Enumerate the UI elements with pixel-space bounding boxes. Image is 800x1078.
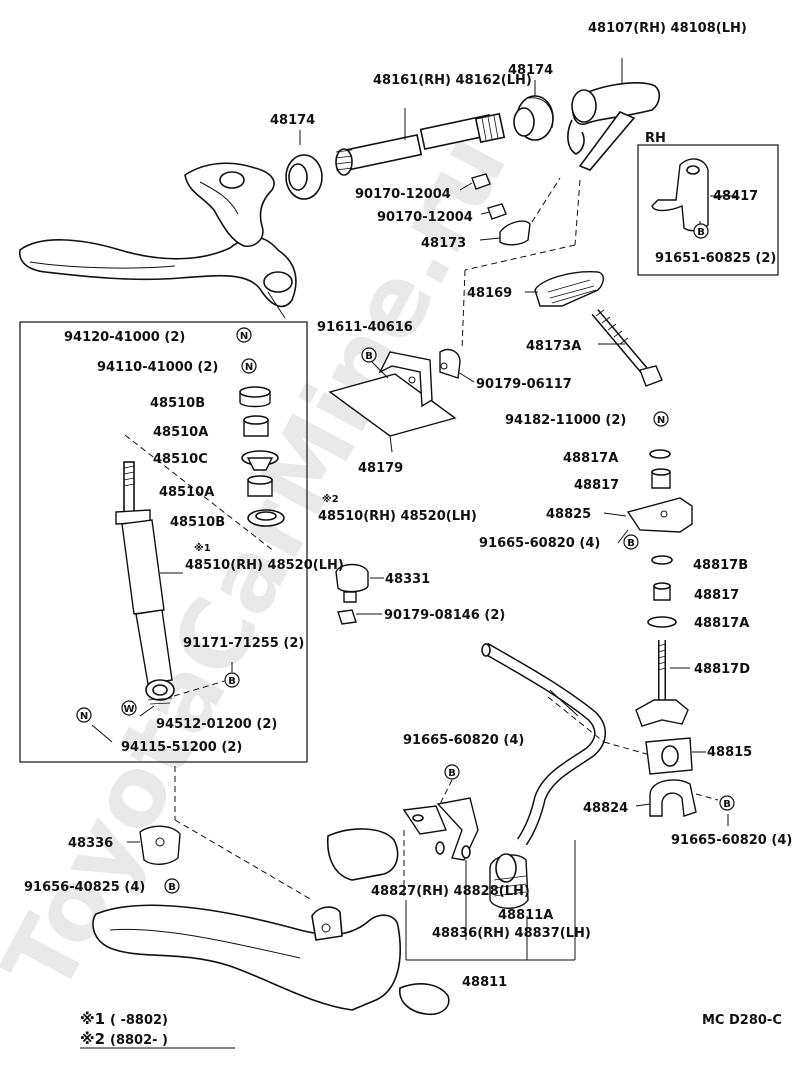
svg-text:B: B	[697, 227, 705, 238]
label-48817-b: 48817	[694, 588, 739, 603]
stabilizer-link-parts	[603, 449, 729, 826]
label-48173A: 48173A	[526, 339, 581, 354]
label-48510-48520-a: 48510(RH) 48520(LH)	[185, 558, 344, 573]
upper-arm-illustration	[19, 162, 297, 319]
n-marker-icon: N	[76, 707, 92, 723]
label-48510B-b: 48510B	[170, 515, 225, 530]
footnote-1-text: ( -8802)	[110, 1013, 168, 1028]
label-91171: 91171-71255 (2)	[183, 636, 304, 651]
upper-arm-shaft-parts	[285, 58, 661, 246]
label-91611: 91611-40616	[317, 320, 413, 335]
star1-mark: ※1	[194, 542, 211, 554]
label-94182: 94182-11000 (2)	[505, 413, 626, 428]
label-94512: 94512-01200 (2)	[156, 717, 277, 732]
label-94115: 94115-51200 (2)	[121, 740, 242, 755]
bump-stopper-48331	[335, 563, 384, 625]
rh-box-title: RH	[645, 131, 666, 146]
svg-text:B: B	[228, 676, 236, 687]
b-marker-icon: B	[444, 764, 460, 780]
label-48161: 48161(RH) 48162(LH)	[373, 73, 532, 88]
b-marker-icon: B	[224, 672, 240, 688]
label-90170-b: 90170-12004	[377, 210, 473, 225]
label-48817D: 48817D	[694, 662, 750, 677]
label-48174-right: 48174	[508, 63, 553, 78]
svg-text:N: N	[240, 331, 248, 342]
w-marker-icon: W	[121, 700, 137, 716]
label-48510B-a: 48510B	[150, 396, 205, 411]
label-48174-left: 48174	[270, 113, 315, 128]
svg-text:W: W	[123, 704, 134, 715]
stabilizer-bar	[481, 642, 651, 846]
label-48336: 48336	[68, 836, 113, 851]
label-48169: 48169	[467, 286, 512, 301]
b-marker-icon: B	[164, 878, 180, 894]
bracket-parts	[461, 179, 663, 387]
label-90179-08146: 90179-08146 (2)	[384, 608, 505, 623]
diagram-code: MC D280-C	[702, 1013, 782, 1028]
label-48824: 48824	[583, 801, 628, 816]
label-91665-c: 91665-60820 (4)	[671, 833, 792, 848]
lower-arm-illustration	[92, 766, 450, 1016]
label-48510A-b: 48510A	[159, 485, 214, 500]
svg-text:B: B	[365, 351, 373, 362]
b-marker-icon: B	[719, 795, 735, 811]
label-90170-a: 90170-12004	[355, 187, 451, 202]
label-91665-a: 91665-60820 (4)	[479, 536, 600, 551]
n-marker-icon: N	[236, 327, 252, 343]
label-94120: 94120-41000 (2)	[64, 330, 185, 345]
b-marker-icon: B	[623, 534, 639, 550]
label-90179-06117: 90179-06117	[476, 377, 572, 392]
label-94110: 94110-41000 (2)	[97, 360, 218, 375]
svg-text:B: B	[448, 768, 456, 779]
svg-text:N: N	[657, 415, 665, 426]
lower-bracket-parts	[127, 779, 576, 961]
label-48817A-a: 48817A	[563, 451, 618, 466]
footnote-2-text: (8802- )	[110, 1033, 168, 1048]
label-48817-a: 48817	[574, 478, 619, 493]
label-48817A-b: 48817A	[694, 616, 749, 631]
n-marker-icon: N	[653, 411, 669, 427]
rh-detail-box: RH	[637, 131, 779, 276]
star2-mark: ※2	[322, 493, 339, 505]
label-48815: 48815	[707, 745, 752, 760]
label-48510-48520-b: 48510(RH) 48520(LH)	[318, 509, 477, 524]
label-48510A-a: 48510A	[153, 425, 208, 440]
label-48510C: 48510C	[153, 452, 208, 467]
svg-text:B: B	[168, 882, 176, 893]
b-marker-icon: B	[361, 347, 377, 363]
footnote-1-mark: ※1	[80, 1010, 105, 1028]
label-91651: 91651-60825 (2)	[655, 251, 776, 266]
svg-text:B: B	[627, 538, 635, 549]
label-48827-48828: 48827(RH) 48828(LH)	[371, 884, 530, 899]
label-48331: 48331	[385, 572, 430, 587]
circle-markers: N N N N B B B B B B B W	[76, 223, 735, 894]
b-marker-icon: B	[693, 223, 709, 239]
footnote-2-mark: ※2	[80, 1030, 105, 1048]
label-48173: 48173	[421, 236, 466, 251]
svg-text:N: N	[245, 362, 253, 373]
label-48417: 48417	[713, 189, 758, 204]
label-48836-48837: 48836(RH) 48837(LH)	[432, 926, 591, 941]
label-91656: 91656-40825 (4)	[24, 880, 145, 895]
label-48811A: 48811A	[498, 908, 553, 923]
svg-text:N: N	[80, 711, 88, 722]
label-48179: 48179	[358, 461, 403, 476]
label-91665-b: 91665-60820 (4)	[403, 733, 524, 748]
label-48107: 48107(RH) 48108(LH)	[588, 21, 747, 36]
label-48825: 48825	[546, 507, 591, 522]
shock-absorber-box	[19, 321, 308, 763]
label-48817B: 48817B	[693, 558, 748, 573]
svg-text:B: B	[723, 799, 731, 810]
shield-48179	[328, 348, 475, 453]
label-48811: 48811	[462, 975, 507, 990]
n-marker-icon: N	[241, 358, 257, 374]
part-labels: 48107(RH) 48108(LH) 48161(RH) 48162(LH) …	[24, 21, 792, 1049]
